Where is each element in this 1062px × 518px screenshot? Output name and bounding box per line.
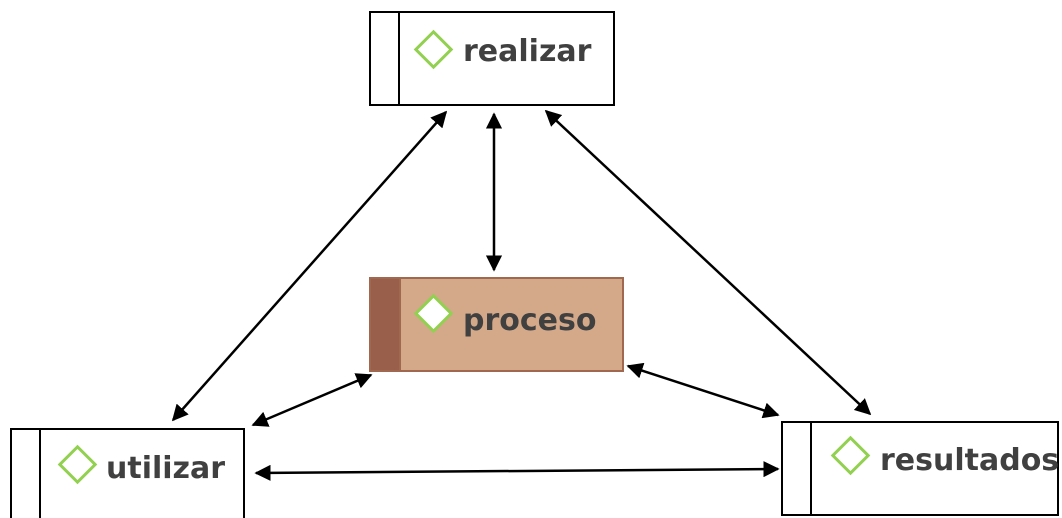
node-proceso-side-bar — [369, 277, 401, 372]
edge-proceso-utilizar — [251, 373, 373, 427]
diamond-icon — [413, 293, 454, 334]
connectors — [171, 109, 872, 482]
node-resultados-label: resultados — [880, 443, 1059, 478]
edge-realizar-utilizar — [171, 110, 448, 422]
node-resultados: resultados — [781, 421, 1059, 516]
node-realizar: realizar — [369, 11, 615, 106]
edge-proceso-resultados — [626, 362, 780, 419]
node-resultados-box — [781, 421, 1059, 516]
diamond-icon — [830, 435, 871, 476]
edge-realizar-resultados — [544, 109, 872, 416]
node-realizar-box — [369, 11, 615, 106]
node-utilizar-box — [10, 428, 245, 518]
edge-utilizar-resultados — [254, 460, 780, 482]
node-utilizar: utilizar — [10, 428, 245, 518]
node-proceso-label: proceso — [463, 303, 596, 338]
node-utilizar-label: utilizar — [106, 451, 225, 486]
diamond-icon — [413, 29, 454, 70]
node-realizar-label: realizar — [463, 34, 592, 69]
diamond-icon — [57, 444, 98, 485]
node-proceso: proceso — [369, 277, 624, 372]
